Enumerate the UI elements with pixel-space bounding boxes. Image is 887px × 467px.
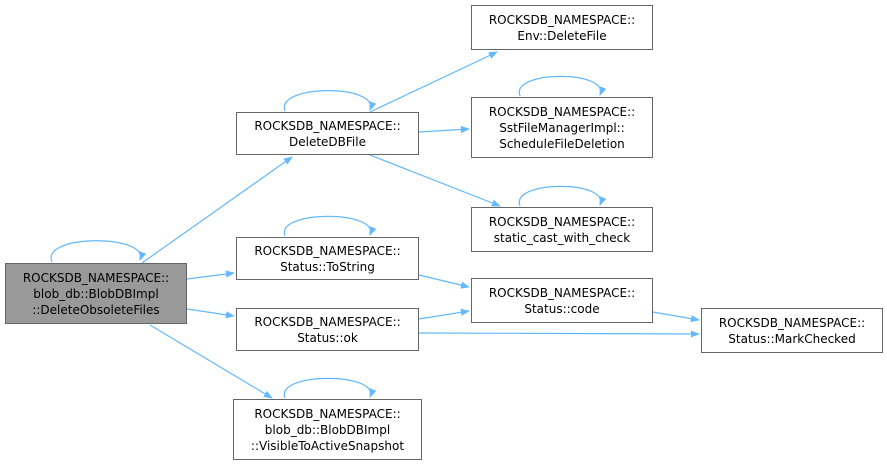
node-label-line: Status::ok [297, 330, 358, 345]
edge-self-delete-obsolete-files [50, 240, 147, 263]
node-status-code[interactable]: ROCKSDB_NAMESPACE:: Status::code [471, 278, 653, 323]
edge-obsolete-to-visible-snapshot [149, 324, 273, 399]
edge-obsolete-to-status-ok [186, 308, 235, 319]
edge-status-ok-to-code [418, 308, 470, 320]
node-label-line: ::DeleteObsoleteFiles [32, 302, 160, 317]
node-label-line: Env::DeleteFile [517, 28, 607, 43]
node-status-to-string[interactable]: ROCKSDB_NAMESPACE:: Status::ToString [236, 237, 419, 280]
node-label-line: ROCKSDB_NAMESPACE:: [488, 285, 636, 300]
node-static-cast-with-check[interactable]: ROCKSDB_NAMESPACE:: static_cast_with_che… [471, 207, 653, 252]
edge-status-ok-to-mark-checked [418, 330, 700, 338]
edge-self-delete-db-file [284, 90, 377, 112]
node-label-line: ROCKSDB_NAMESPACE:: [488, 214, 636, 229]
node-schedule-file-deletion[interactable]: ROCKSDB_NAMESPACE:: SstFileManagerImpl::… [471, 97, 653, 158]
edge-self-schedule-file-deletion [518, 75, 607, 97]
edge-status-to-string-to-code [418, 274, 470, 289]
node-visible-to-active-snapshot[interactable]: ROCKSDB_NAMESPACE:: blob_db::BlobDBImpl … [233, 399, 422, 460]
node-status-ok[interactable]: ROCKSDB_NAMESPACE:: Status::ok [236, 308, 419, 351]
edge-status-code-to-mark-checked [652, 311, 700, 323]
node-label-line: ::VisibleToActiveSnapshot [250, 438, 405, 453]
node-label-line: ScheduleFileDeletion [499, 136, 625, 151]
edge-self-visible-snapshot [284, 377, 377, 399]
node-label-line: ROCKSDB_NAMESPACE:: [254, 314, 401, 329]
node-label-line: blob_db::BlobDBImpl [264, 422, 391, 437]
node-label-line: static_cast_with_check [493, 230, 631, 245]
node-label-line: ROCKSDB_NAMESPACE:: [22, 270, 170, 285]
node-label-line: Status::MarkChecked [728, 331, 856, 346]
node-label-line: ROCKSDB_NAMESPACE:: [254, 243, 401, 258]
edge-obsolete-to-status-to-string [186, 270, 235, 280]
edge-self-status-to-string [284, 215, 377, 237]
edge-self-static-cast [518, 185, 607, 207]
edge-delete-db-file-to-schedule-deletion [418, 125, 470, 134]
node-label-line: SstFileManagerImpl:: [499, 120, 625, 135]
edge-delete-db-file-to-env-delete-file [369, 51, 498, 113]
node-label-line: ROCKSDB_NAMESPACE:: [488, 104, 636, 119]
node-delete-obsolete-files: ROCKSDB_NAMESPACE:: blob_db::BlobDBImpl … [5, 263, 187, 324]
node-label-line: blob_db::BlobDBImpl [33, 286, 159, 301]
node-label-line: ROCKSDB_NAMESPACE:: [488, 12, 636, 27]
node-status-mark-checked[interactable]: ROCKSDB_NAMESPACE:: Status::MarkChecked [701, 308, 883, 353]
edge-obsolete-to-delete-db-file [141, 156, 293, 264]
node-label-line: Status::ToString [280, 259, 375, 274]
node-label-line: ROCKSDB_NAMESPACE:: [254, 406, 401, 421]
node-env-delete-file[interactable]: ROCKSDB_NAMESPACE:: Env::DeleteFile [471, 5, 653, 50]
node-delete-db-file[interactable]: ROCKSDB_NAMESPACE:: DeleteDBFile [236, 112, 419, 155]
node-label-line: ROCKSDB_NAMESPACE:: [254, 118, 401, 133]
node-label-line: DeleteDBFile [289, 134, 366, 149]
node-label-line: Status::code [524, 301, 600, 316]
edge-delete-db-file-to-static-cast [369, 154, 501, 207]
node-label-line: ROCKSDB_NAMESPACE:: [718, 315, 866, 330]
